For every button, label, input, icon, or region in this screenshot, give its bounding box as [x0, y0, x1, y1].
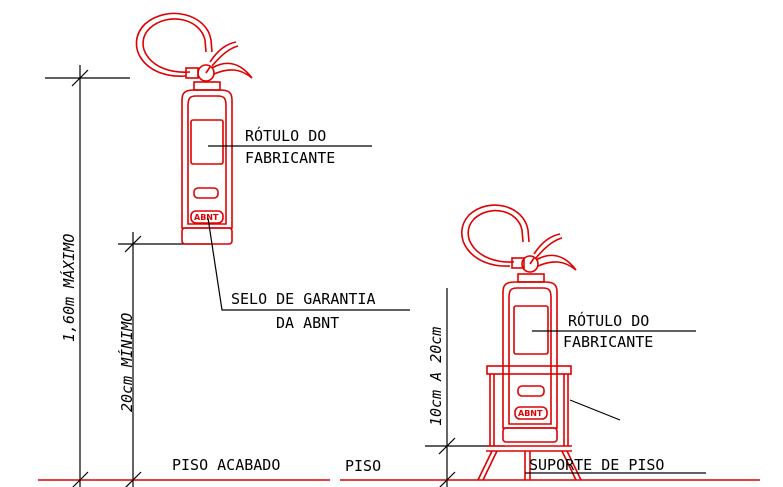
max-height-dimension [45, 65, 130, 487]
suporte-leader [569, 399, 621, 421]
rotulo-label-right-line2: FABRICANTE [563, 333, 653, 351]
abnt-badge-left: ABNT [194, 213, 219, 222]
selo-label-line1: SELO DE GARANTIA [231, 290, 376, 308]
suporte-label: SUPORTE DE PISO [529, 456, 664, 474]
range-height-label: 10cm A 20cm [427, 327, 445, 426]
max-height-label: 1,60m MÁXIMO [59, 234, 78, 342]
piso-acabado-label: PISO ACABADO [172, 456, 280, 474]
rotulo-label-left-line2: FABRICANTE [245, 149, 335, 167]
selo-leader [207, 217, 410, 311]
min-height-label: 20cm MÍNIMO [117, 313, 136, 412]
rotulo-label-left-line1: RÓTULO DO [245, 126, 326, 145]
wall-extinguisher: ABNT [135, 12, 253, 245]
piso-label: PISO [345, 457, 381, 475]
floor-stand-extinguisher: ABNT [460, 204, 582, 481]
rotulo-label-right-line1: RÓTULO DO [568, 311, 649, 330]
selo-label-line2: DA ABNT [276, 314, 339, 332]
abnt-badge-right: ABNT [518, 409, 543, 418]
